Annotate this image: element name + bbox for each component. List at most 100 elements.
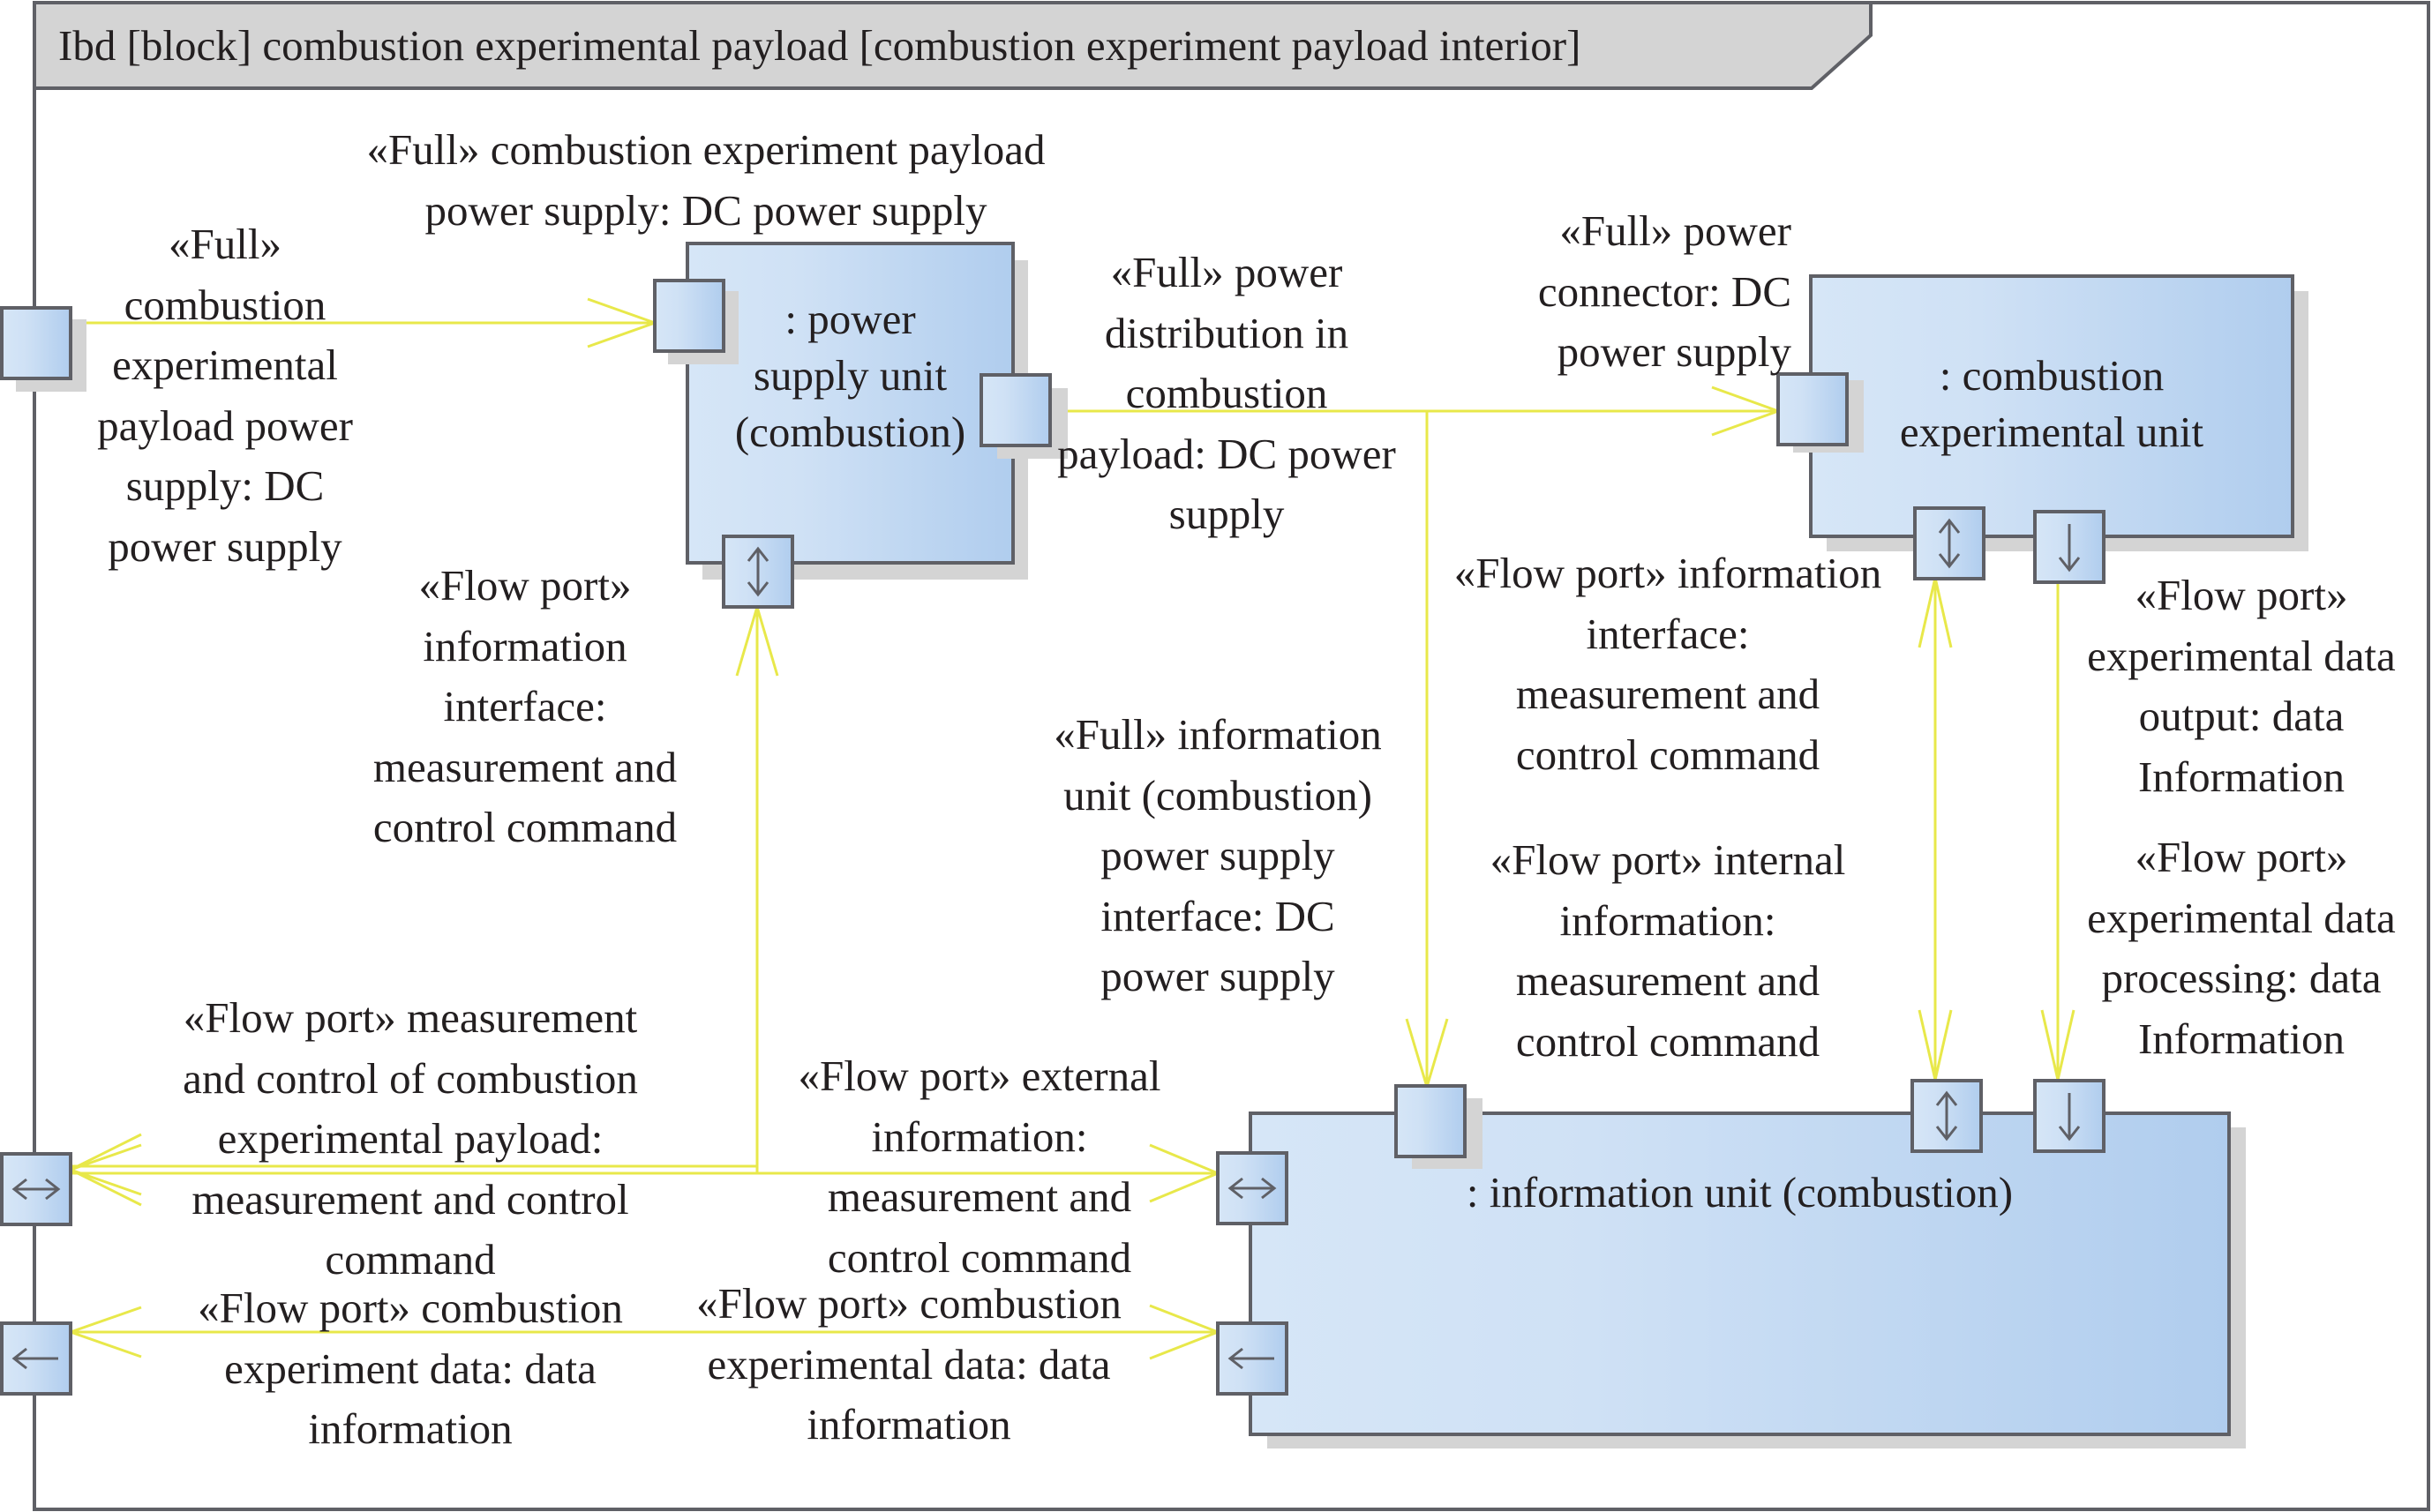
label-boundary-data-out: «Flow port» combustion experiment data: d… (132, 1278, 688, 1460)
down-arrow-icon (2058, 1093, 2081, 1141)
label-line: «Full» power (1110, 248, 1343, 296)
label-line: «Flow port» internal (1490, 835, 1846, 884)
label-line: unit (combustion) (1063, 770, 1372, 820)
label-line: and control of combustion (183, 1053, 638, 1103)
label-line: experimental unit (1899, 408, 2204, 456)
block-name-power-supply-unit: : power supply unit (combustion) (687, 291, 1013, 460)
label-line: «Flow port» (2135, 833, 2348, 881)
block-power-supply-unit[interactable] (686, 242, 1028, 580)
block-information-unit[interactable] (1249, 1112, 2246, 1448)
port-iu-data-out[interactable] (1216, 1321, 1288, 1396)
label-line: (combustion) (734, 408, 966, 456)
label-iu-internal-info: «Flow port» internal information: measurem… (1447, 830, 1888, 1072)
port-iu-power-in[interactable] (1394, 1084, 1482, 1169)
port-ceu-info[interactable] (1913, 506, 1985, 580)
label-line: measurement and (1515, 670, 1820, 718)
port-boundary-meas-control[interactable] (0, 1152, 72, 1226)
label-line: power supply (108, 521, 342, 571)
label-line: information (308, 1404, 513, 1453)
label-line: measurement and control (191, 1174, 629, 1224)
port-ceu-power-in[interactable] (1776, 372, 1864, 453)
label-line: «Flow port» information (1453, 549, 1882, 597)
label-line: control command (372, 803, 678, 851)
label-ceu-power-in: «Full» power connector: DC power supply (1482, 201, 1791, 383)
label-line: power supply (1100, 831, 1335, 880)
label-line: «Flow port» measurement (183, 993, 638, 1042)
label-line: supply (1168, 490, 1285, 538)
label-line: experimental data (2087, 631, 2396, 680)
frame-title-tab (33, 1, 1873, 90)
label-line: combustion (124, 280, 327, 329)
label-line: «Flow port» (2135, 571, 2348, 619)
port-boundary-power-in[interactable] (0, 306, 86, 392)
label-line: connector: DC (1537, 266, 1791, 316)
label-line: experimental (112, 341, 338, 389)
label-line: «Flow port» external (798, 1052, 1161, 1100)
block-name-combustion-experimental-unit: : combustion experimental unit (1811, 348, 2293, 460)
label-line: experimental data (2087, 893, 2396, 942)
bidirectional-vertical-arrow-icon (1935, 1090, 1958, 1141)
label-line: : power (784, 295, 916, 343)
label-line: information (807, 1400, 1011, 1448)
label-line: interface: (1586, 609, 1750, 658)
label-line: payload: DC power (1057, 429, 1396, 478)
label-line: output: data (2138, 692, 2345, 740)
bidirectional-vertical-arrow-icon (1938, 518, 1961, 569)
label-line: information: (1559, 895, 1776, 945)
label-line: : combustion (1939, 351, 2165, 400)
port-boundary-data-out[interactable] (0, 1321, 72, 1396)
label-line: measurement and (1515, 956, 1820, 1005)
label-ceu-data-out: «Flow port» experimental data output: data… (2056, 565, 2427, 807)
label-iu-power-in: «Full» information unit (combustion) power… (1006, 705, 1430, 1007)
label-line: experimental payload: (217, 1114, 604, 1163)
label-ceu-info: «Flow port» information interface: measure… (1412, 543, 1924, 785)
label-line: «Flow port» (418, 561, 632, 610)
label-line: supply unit (753, 351, 948, 400)
label-line: «Full» power (1559, 206, 1791, 255)
label-line: «Flow port» combustion (696, 1279, 1122, 1328)
label-line: command (325, 1235, 496, 1284)
diagram-title: Ibd [block] combustion experimental payl… (58, 21, 1581, 70)
port-psu-power-in[interactable] (653, 279, 739, 364)
port-psu-power-out[interactable] (980, 373, 1068, 459)
label-line: Information (2137, 1014, 2346, 1063)
block-name-information-unit: : information unit (combustion) (1250, 1164, 2229, 1221)
label-line: power supply (1100, 952, 1335, 1000)
port-iu-external-info[interactable] (1216, 1151, 1288, 1225)
label-line: control command (827, 1232, 1132, 1282)
label-line: distribution in (1104, 308, 1349, 357)
bidirectional-vertical-arrow-icon (747, 546, 769, 597)
bidirectional-horizontal-arrow-icon (1227, 1177, 1277, 1200)
label-iu-data-out: «Flow port» combustion experimental data:… (653, 1274, 1165, 1456)
label-line: experiment data: data (224, 1344, 597, 1393)
label-line: supply: DC (125, 461, 325, 510)
label-line: «Flow port» combustion (198, 1284, 623, 1332)
left-arrow-icon (11, 1347, 58, 1370)
port-psu-info[interactable] (722, 535, 794, 609)
block-combustion-experimental-unit[interactable] (1809, 274, 2308, 551)
down-arrow-icon (2058, 524, 2081, 573)
label-line: experimental data: data (707, 1339, 1111, 1388)
left-arrow-icon (1227, 1347, 1274, 1370)
label-line: power supply (1557, 327, 1791, 376)
label-line: interface: DC (1100, 891, 1335, 940)
port-iu-data-processing[interactable] (2033, 1079, 2105, 1153)
label-line: : information unit (combustion) (1466, 1168, 2014, 1216)
label-line: information (423, 621, 627, 670)
port-iu-internal-info[interactable] (1910, 1079, 1983, 1153)
label-line: Information (2137, 752, 2346, 801)
port-ceu-data-out[interactable] (2033, 510, 2105, 584)
label-line: interface: (443, 682, 607, 730)
label-line: control command (1515, 1016, 1820, 1066)
label-line: measurement and (827, 1172, 1132, 1221)
label-line: power supply: DC power supply (424, 185, 987, 235)
label-line: control command (1515, 730, 1820, 779)
label-line: «Full» information (1054, 710, 1382, 759)
